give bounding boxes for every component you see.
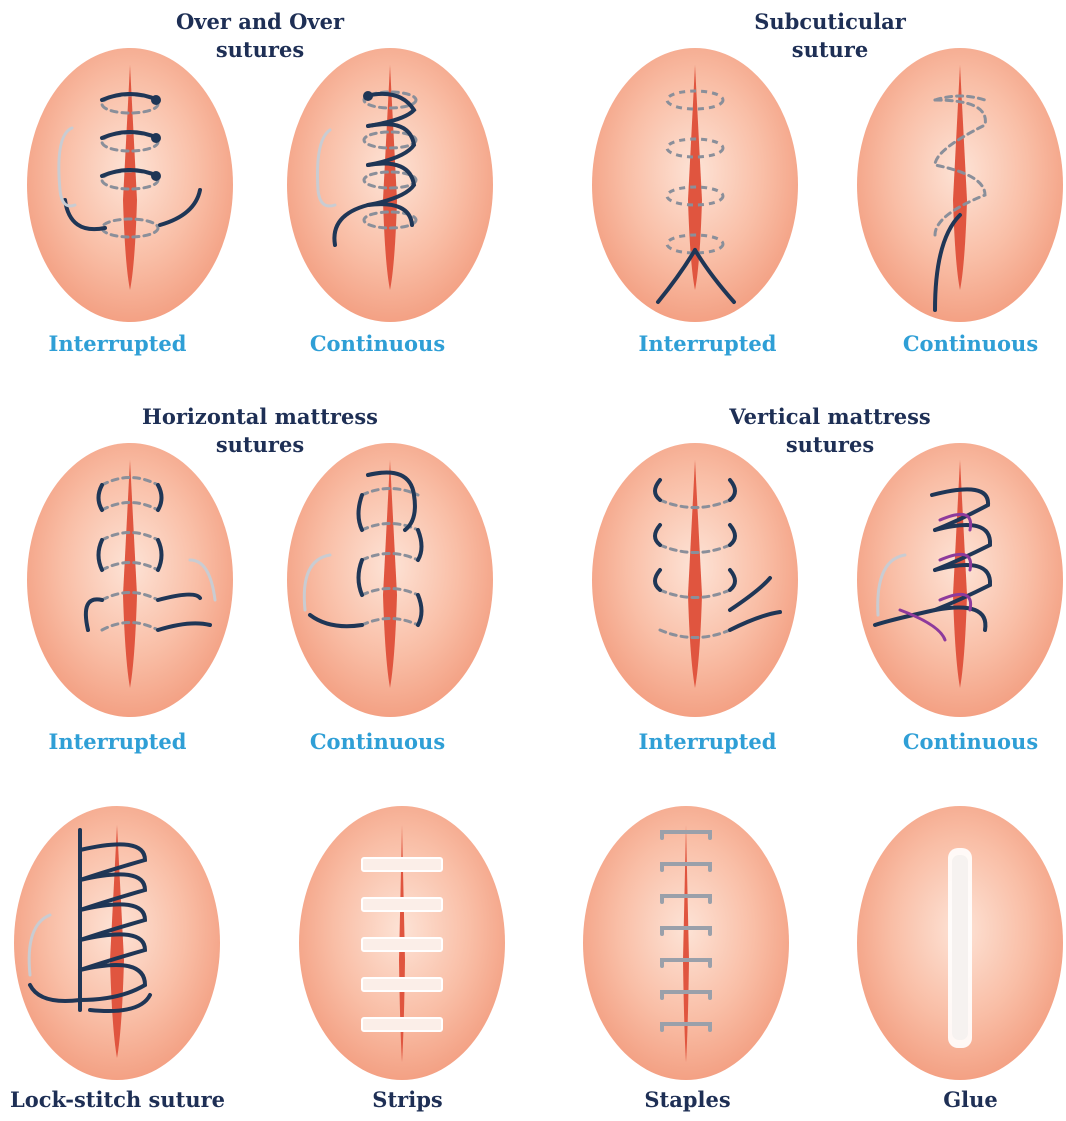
label-over-interrupted: Interrupted [30,331,205,357]
label-staples: Staples [600,1087,775,1113]
label-vert-interrupted: Interrupted [620,729,795,755]
label-strips: Strips [320,1087,495,1113]
label-subcut-continuous: Continuous [883,331,1058,357]
label-over-continuous: Continuous [290,331,465,357]
label-glue: Glue [883,1087,1058,1113]
label-vert-continuous: Continuous [883,729,1058,755]
label-lockstitch: Lock-stitch suture [5,1087,230,1113]
wound-glue [948,848,972,1048]
label-horiz-interrupted: Interrupted [30,729,205,755]
label-subcut-interrupted: Interrupted [620,331,795,357]
label-horiz-continuous: Continuous [290,729,465,755]
